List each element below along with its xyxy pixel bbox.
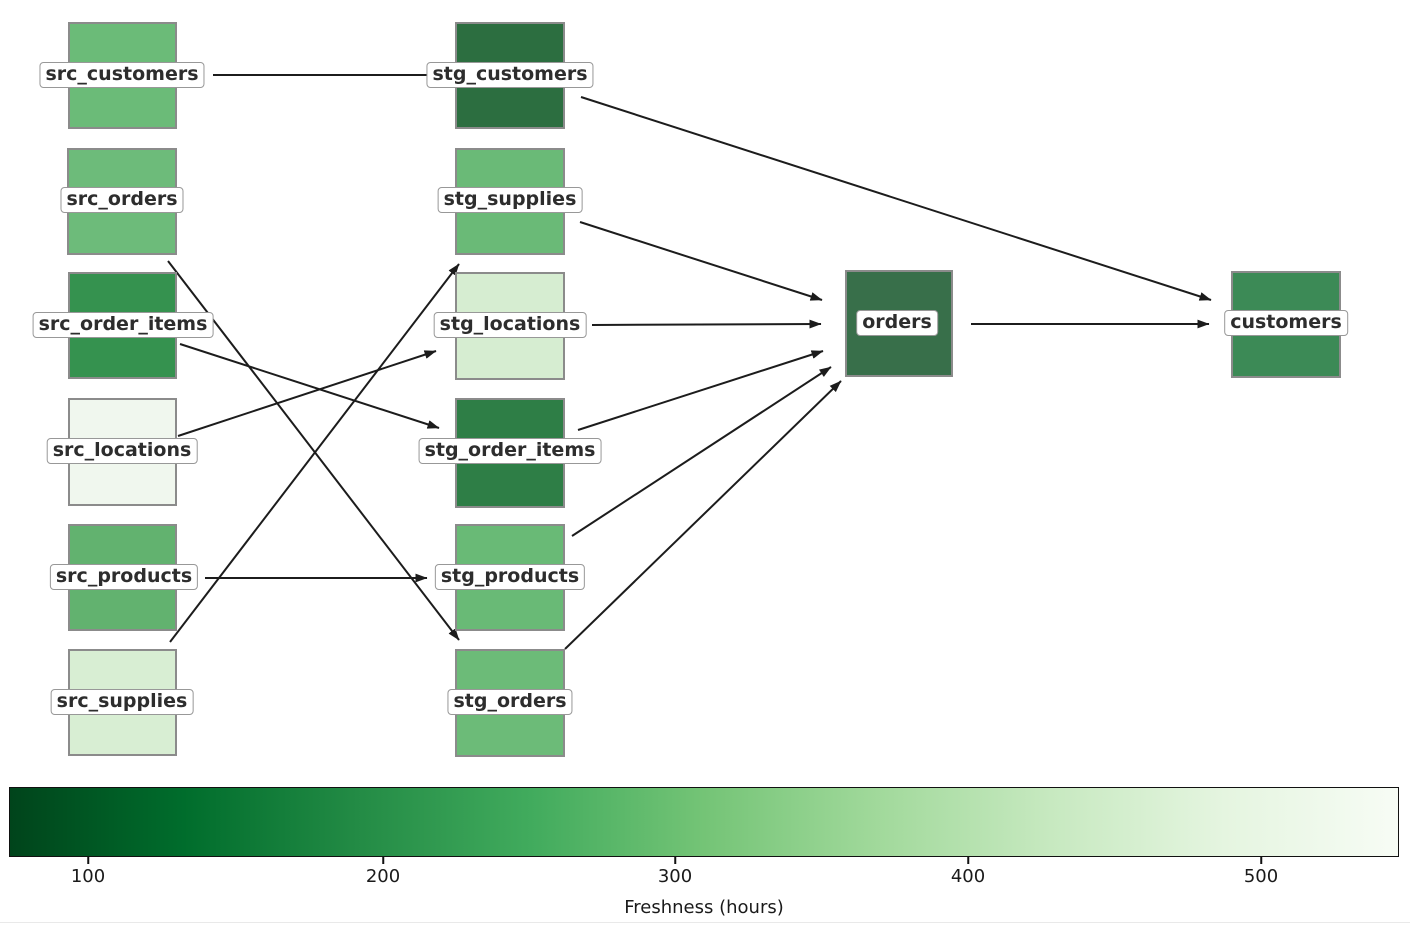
edge-src_orders-to-stg_orders xyxy=(167,260,460,641)
edges-group xyxy=(167,74,1212,650)
colorbar-tick-500 xyxy=(1260,857,1262,864)
node-src_orders-label: src_orders xyxy=(60,187,184,213)
colorbar-tick-200 xyxy=(382,857,384,864)
node-stg_orders-label: stg_orders xyxy=(447,689,573,715)
node-stg_products-label: stg_products xyxy=(434,564,586,590)
node-src_customers-label: src_customers xyxy=(39,62,205,88)
colorbar-tick-label-300: 300 xyxy=(657,866,693,887)
colorbar-tick-100 xyxy=(87,857,89,864)
node-orders-label: orders xyxy=(856,310,938,336)
node-src_products-label: src_products xyxy=(49,564,199,590)
figure-bottom-line xyxy=(0,922,1410,923)
colorbar-tick-400 xyxy=(967,857,969,864)
edge-stg_customers-to-customers xyxy=(580,96,1212,301)
node-stg_supplies-label: stg_supplies xyxy=(437,187,583,213)
node-stg_customers-label: stg_customers xyxy=(426,62,594,88)
colorbar-tick-300 xyxy=(674,857,676,864)
colorbar-gradient xyxy=(9,787,1399,857)
node-stg_order_items-label: stg_order_items xyxy=(418,438,602,464)
colorbar-tick-label-400: 400 xyxy=(950,866,986,887)
node-stg_locations-label: stg_locations xyxy=(433,312,587,338)
edge-stg_order_items-to-orders xyxy=(577,350,824,431)
edge-stg_supplies-to-orders xyxy=(579,221,823,301)
node-src_locations-label: src_locations xyxy=(46,438,198,464)
edge-src_order_items-to-stg_order_items xyxy=(179,343,440,429)
edge-stg_locations-to-orders xyxy=(591,319,822,329)
edge-stg_orders-to-orders xyxy=(564,380,842,650)
edge-stg_products-to-orders xyxy=(571,366,832,537)
edge-src_locations-to-stg_locations xyxy=(177,350,437,437)
colorbar-tick-label-100: 100 xyxy=(70,866,106,887)
colorbar-tick-label-200: 200 xyxy=(365,866,401,887)
node-src_order_items-label: src_order_items xyxy=(32,312,214,338)
node-src_supplies-label: src_supplies xyxy=(50,689,194,715)
colorbar-axis-label: Freshness (hours) xyxy=(624,897,784,918)
node-customers-label: customers xyxy=(1224,310,1348,336)
colorbar-tick-label-500: 500 xyxy=(1243,866,1279,887)
edge-src_supplies-to-stg_supplies xyxy=(169,263,460,643)
